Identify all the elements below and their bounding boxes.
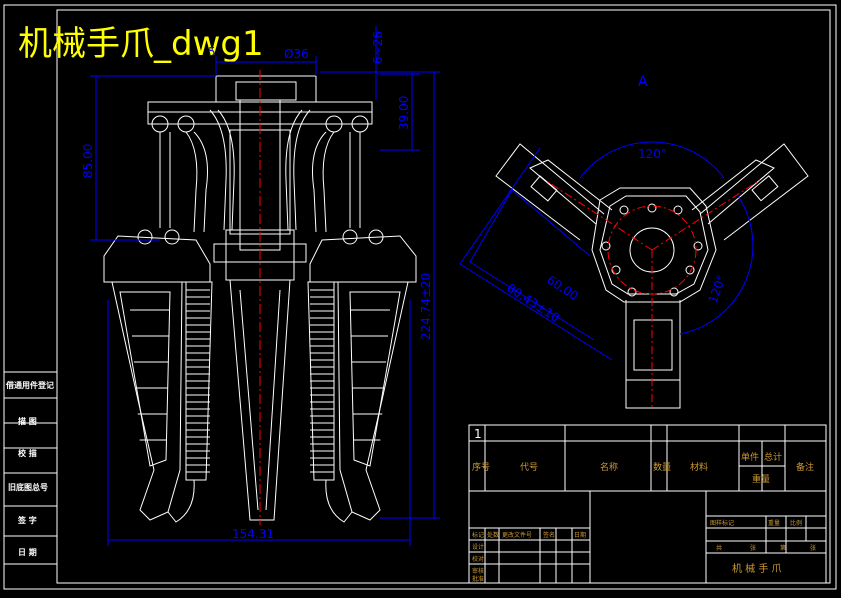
- sheet-3: 张: [810, 544, 816, 552]
- signature-review: 审核: [472, 567, 484, 575]
- left-column-3: 旧底图总号: [8, 482, 48, 492]
- sheet-0: 共: [716, 544, 722, 552]
- parts-header-7: 备注: [796, 461, 814, 473]
- dim-top-offset: 6~26: [371, 31, 385, 64]
- view-a-label: A: [638, 74, 648, 90]
- parts-header-0: 序号: [472, 461, 490, 473]
- title-block-row-4: 日期: [574, 531, 586, 539]
- title-block-row-3: 签名: [543, 531, 555, 539]
- left-column-1: 描 图: [18, 416, 37, 426]
- title-block-row-2: 更改文件号: [502, 531, 532, 539]
- left-column-2: 校 描: [18, 448, 37, 458]
- parts-header-4: 材料: [690, 461, 708, 473]
- left-column-4: 签 字: [17, 515, 37, 525]
- signature-check: 校对: [472, 555, 484, 563]
- dim-upper-height: 39.00: [397, 96, 411, 130]
- drawing-name: 机 械 手 爪: [732, 562, 782, 575]
- parts-header-5: 单件: [741, 451, 759, 463]
- dim-top-width: Ø36: [284, 47, 309, 61]
- front-dimensions: [90, 26, 440, 546]
- title-block-grid: [468, 490, 827, 584]
- dim-top-small: 5: [208, 45, 216, 59]
- dim-angle-right: 120°: [706, 273, 729, 305]
- outer-frame: [3, 4, 837, 590]
- drawing-title: 机械手爪_dwg1: [18, 24, 264, 64]
- left-binding-column: [4, 371, 57, 565]
- sheet-1: 张: [750, 544, 756, 552]
- dim-angle-top: 120°: [638, 147, 667, 161]
- parts-header-1: 代号: [520, 462, 538, 473]
- parts-subheader-weight: 重量: [752, 473, 770, 485]
- dim-radius-inner: 60.00: [544, 273, 580, 303]
- top-view: [495, 143, 809, 409]
- title-block-row-0: 标记: [472, 531, 484, 539]
- top-view-centerlines: [544, 179, 761, 410]
- parts-header-2: 名称: [600, 461, 618, 473]
- inner-frame: [56, 9, 831, 584]
- left-column-5: 日 期: [18, 547, 37, 557]
- top-view-dimensions: [459, 141, 754, 361]
- stage-header-1: 重量: [768, 519, 780, 527]
- front-view: [103, 75, 417, 523]
- parts-row-number: 1: [474, 427, 482, 441]
- stage-header-2: 比例: [790, 519, 802, 527]
- left-column-0: 借通用件登记: [5, 380, 54, 390]
- dim-overall-height: 224.74±20: [419, 273, 433, 340]
- dim-left-height: 85.00: [81, 144, 95, 178]
- signature-design: 设计: [472, 543, 484, 551]
- stage-header-0: 图样标记: [710, 519, 734, 527]
- title-block-row-1: 处数: [487, 531, 499, 539]
- dim-bottom-width: 154.31: [232, 527, 274, 541]
- parts-header-6: 总计: [764, 451, 782, 463]
- parts-list-grid: [468, 424, 827, 492]
- sheet-2: 第: [780, 544, 786, 552]
- signature-approve: 批准: [472, 575, 484, 583]
- parts-header-3: 数量: [653, 461, 671, 473]
